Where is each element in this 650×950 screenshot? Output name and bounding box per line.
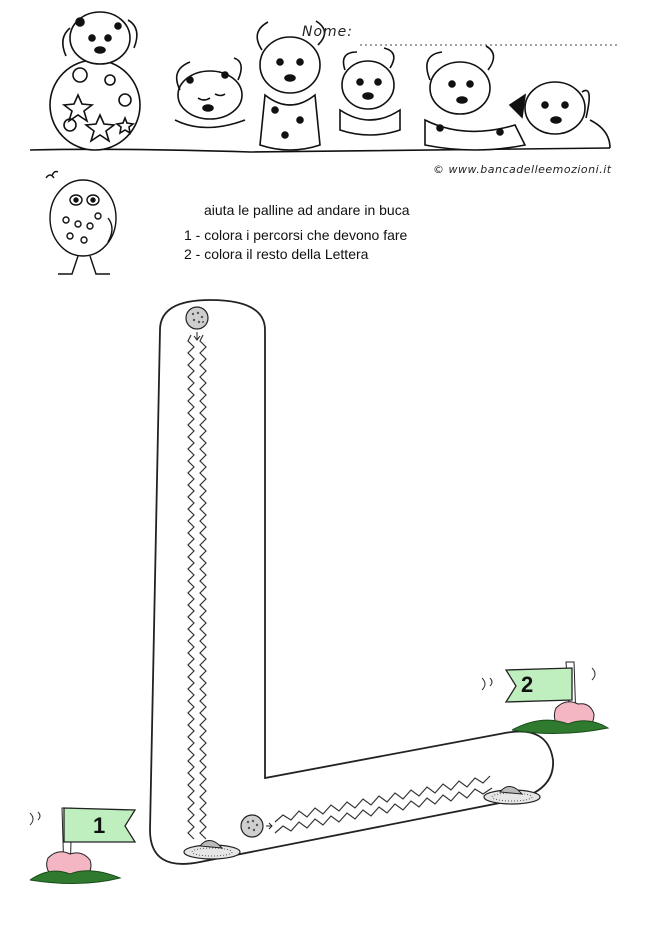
flag-1-illustration <box>29 807 137 885</box>
flag-2-illustration <box>481 661 610 735</box>
instruction-step-1: 1 - colora i percorsi che devono fare <box>184 227 408 243</box>
zigzag-path-2-bottom[interactable] <box>274 787 493 834</box>
dalmatian-puppies-illustration <box>29 11 620 153</box>
instruction-step-2: 2 - colora il resto della Lettera <box>184 246 369 262</box>
letter-l-shape[interactable] <box>149 299 554 865</box>
flag-2-number: 2 <box>521 672 534 697</box>
ball-1 <box>185 306 209 341</box>
hole-1 <box>183 840 241 860</box>
owl-character-illustration <box>45 170 117 275</box>
hole-2 <box>483 786 541 805</box>
zigzag-path-1-left[interactable] <box>187 334 195 840</box>
flag-1-number: 1 <box>93 813 106 838</box>
ball-2 <box>240 814 273 838</box>
copyright-text: © www.bancadelleemozioni.it <box>433 163 612 176</box>
name-label: Nome: <box>302 24 354 40</box>
zigzag-path-2-top[interactable] <box>274 775 491 823</box>
instruction-title: aiuta le palline ad andare in buca <box>204 202 410 218</box>
zigzag-path-1-right[interactable] <box>199 334 207 840</box>
